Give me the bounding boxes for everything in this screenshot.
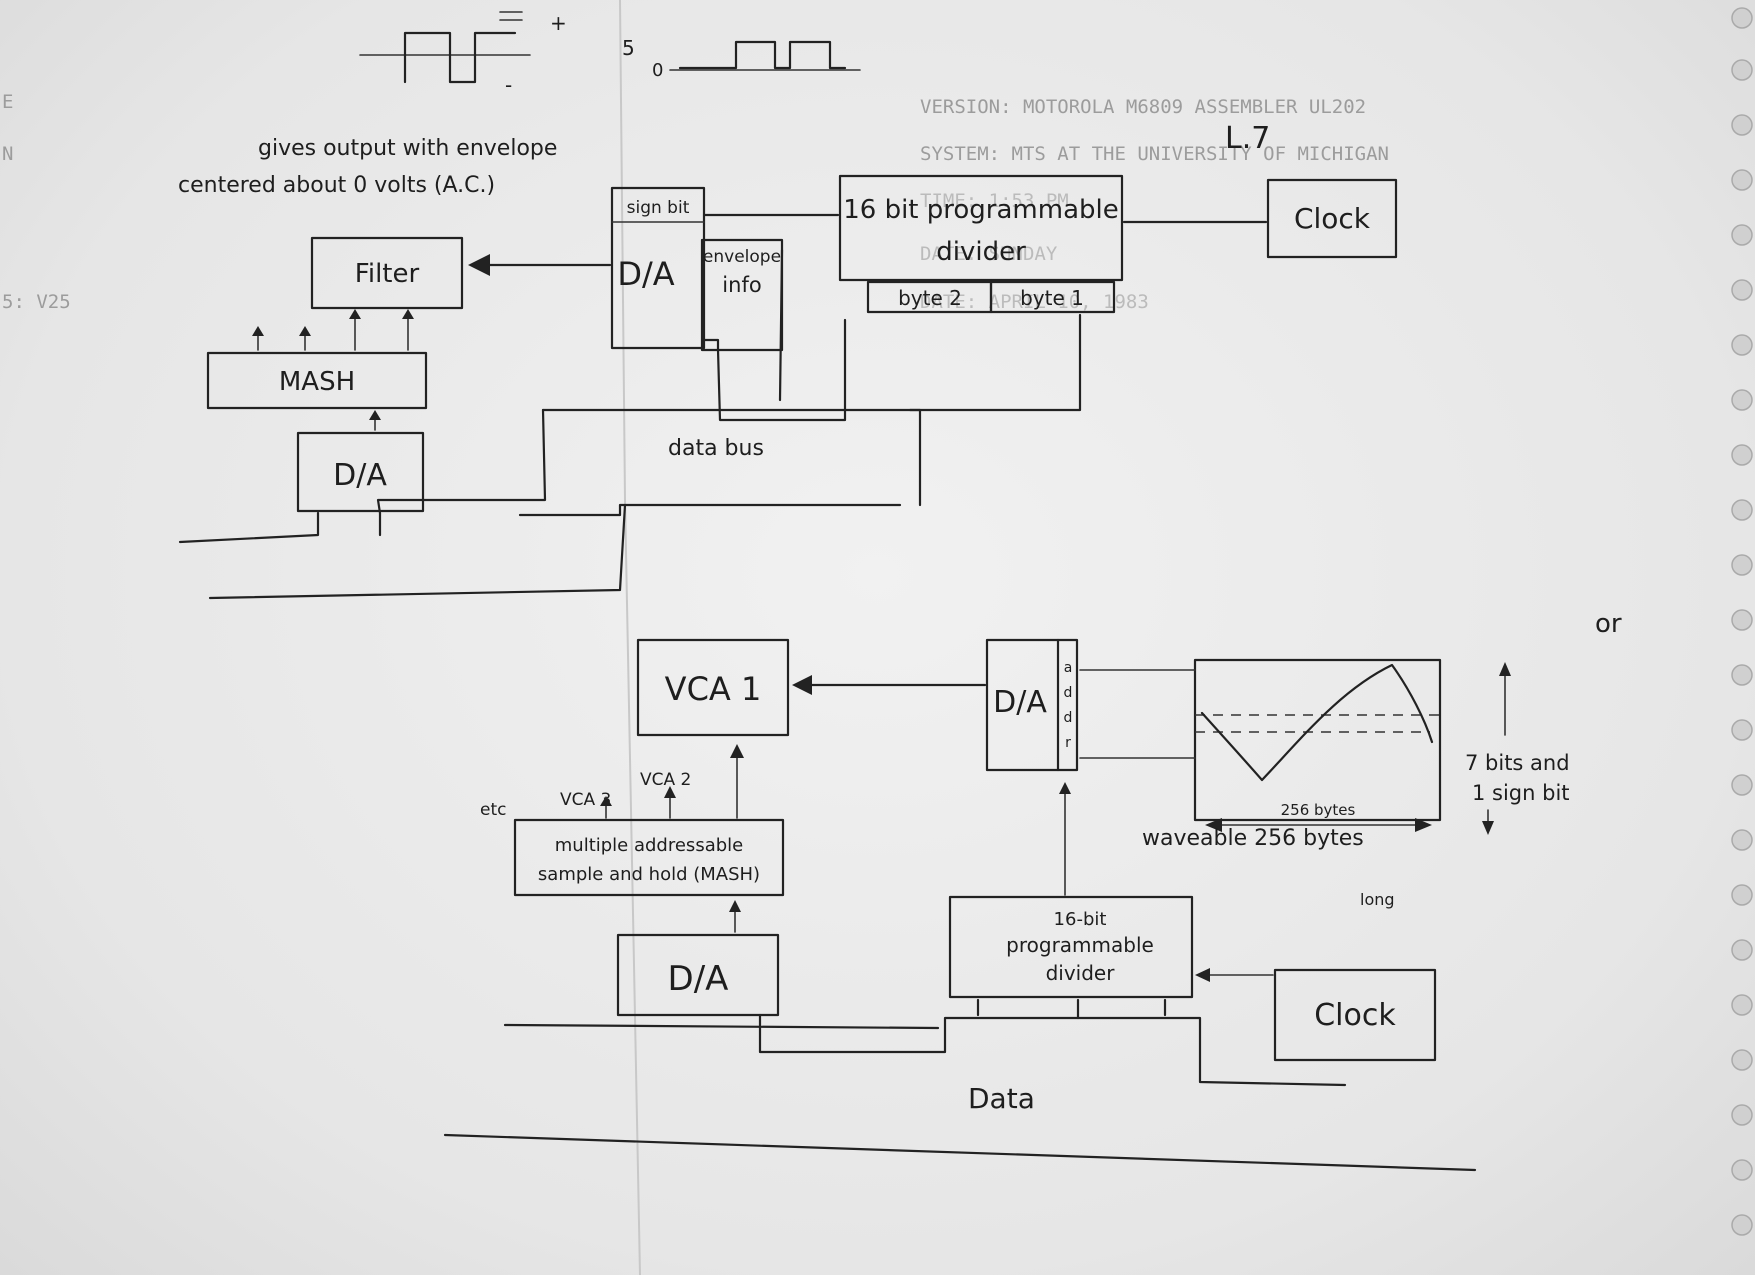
byte-2-label: byte 2: [898, 286, 962, 310]
scope-sketch-left: + -: [359, 11, 567, 97]
output-note-line-1: gives output with envelope: [258, 136, 557, 161]
address-bit-label: d: [1064, 685, 1073, 701]
clock-block-top: Clock: [1266, 178, 1398, 259]
data-bus-wiring-bottom: [443, 998, 1477, 1172]
envelope-info-block: envelope info: [700, 238, 784, 352]
mash-block-bottom: multiple addressable sample and hold (MA…: [513, 818, 785, 897]
ghost-fragment: E: [2, 91, 13, 113]
clock-top-label: Clock: [1294, 202, 1371, 235]
mash-bottom-line-1: multiple addressable: [555, 835, 743, 856]
da-lower-label: D/A: [668, 959, 729, 999]
byte-1-label: byte 1: [1020, 286, 1084, 310]
da-lower-block: D/A: [616, 933, 780, 1017]
mash-block: MASH: [206, 351, 428, 410]
envelope-info-line-2: info: [722, 273, 761, 297]
filter-block: Filter: [310, 236, 464, 310]
divider-bottom-line-1: 16-bit: [1054, 909, 1107, 930]
binding-holes: [1731, 7, 1753, 1236]
address-bit-label: r: [1065, 735, 1071, 751]
divider-bottom-line-2: programmable: [1006, 933, 1154, 957]
da-left-block: D/A: [296, 431, 425, 513]
ghost-printout: VERSION: MOTOROLA M6809 ASSEMBLER UL202 …: [2, 91, 1389, 313]
page-number: L.7: [1225, 121, 1270, 156]
ghost-fragment: 5: V25: [2, 291, 71, 313]
bytes-label: 256 bytes: [1281, 801, 1356, 819]
waveform-caption-line-1: waveable 256 bytes: [1142, 826, 1364, 851]
da-main-block: sign bit D/A: [610, 186, 706, 350]
divider-top-line-2: divider: [936, 237, 1026, 267]
waveform-block: 256 bytes: [1079, 658, 1442, 832]
bits-note-line-2: 1 sign bit: [1472, 781, 1570, 805]
clock-bottom-label: Clock: [1314, 998, 1396, 1033]
divider-bottom-line-3: divider: [1046, 961, 1116, 985]
etc-label: etc: [480, 800, 506, 820]
page-fold-crease: [619, 0, 641, 1275]
sign-bit-label: sign bit: [627, 198, 690, 218]
divider-block-top: 16 bit programmable divider byte 2 byte …: [838, 174, 1124, 314]
bits-note: 7 bits and 1 sign bit: [1465, 662, 1570, 835]
scope-five: 5: [622, 36, 635, 60]
vca3-label: VCA 3: [560, 790, 611, 810]
mash-bottom-line-2: sample and hold (MASH): [538, 864, 760, 885]
da-right-label: D/A: [993, 685, 1047, 720]
scope-minus: -: [505, 73, 512, 97]
bits-note-line-1: 7 bits and: [1465, 751, 1570, 775]
ghost-line: TIME: 1:53 PM: [920, 190, 1069, 212]
data-bus-wiring-top: [178, 248, 1082, 600]
vca2-label: VCA 2: [640, 770, 691, 790]
address-bit-label: a: [1064, 660, 1073, 676]
mash-outputs-bottom: [600, 744, 744, 819]
ghost-line: SYSTEM: MTS AT THE UNIVERSITY OF MICHIGA…: [920, 143, 1389, 165]
da-main-label: D/A: [617, 255, 674, 293]
address-bit-label: d: [1064, 710, 1073, 726]
divider-block-bottom: 16-bit programmable divider: [948, 895, 1194, 999]
waveform-caption-line-2: long: [1360, 890, 1395, 909]
vca1-block: VCA 1: [636, 638, 790, 737]
arrowhead: [792, 675, 812, 695]
or-label: or: [1595, 609, 1622, 639]
arrowhead: [468, 254, 490, 276]
vca1-label: VCA 1: [665, 670, 762, 708]
data-bus-label: data bus: [668, 436, 764, 461]
byte-1-cell: [989, 280, 1116, 314]
ghost-line: DATE: SUNDAY: [920, 243, 1058, 265]
data-label: Data: [968, 1082, 1035, 1115]
envelope-info-line-1: envelope: [703, 247, 781, 267]
mash-to-filter-arrows: [252, 309, 414, 351]
ghost-line: DATE: APRIL 10, 1983: [920, 291, 1149, 313]
da-right-block: D/A a d d r: [985, 638, 1079, 772]
divider-top-line-1: 16 bit programmable: [843, 195, 1119, 225]
output-note-line-2: centered about 0 volts (A.C.): [178, 173, 495, 198]
ghost-line: VERSION: MOTOROLA M6809 ASSEMBLER UL202: [920, 96, 1366, 118]
clock-block-bottom: Clock: [1273, 968, 1437, 1062]
filter-label: Filter: [355, 259, 420, 289]
scope-zero: 0: [652, 60, 663, 81]
ghost-fragment: N: [2, 143, 13, 165]
mash-label: MASH: [279, 367, 355, 397]
da-left-label: D/A: [333, 458, 387, 493]
scope-sketch-right: 5 0: [622, 36, 861, 81]
scope-plus: +: [550, 11, 567, 35]
